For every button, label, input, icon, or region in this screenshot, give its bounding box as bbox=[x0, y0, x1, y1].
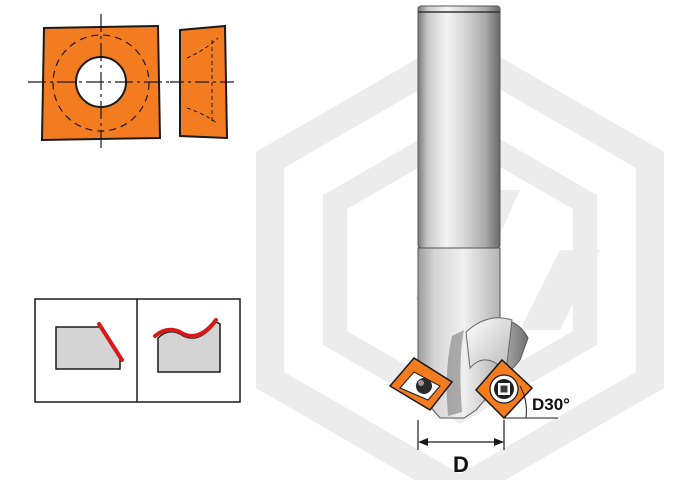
chamfer-milling-cutter-illustration bbox=[388, 5, 558, 450]
diameter-dimension bbox=[417, 420, 505, 450]
wave-profile-icon bbox=[153, 318, 221, 373]
angle-arc bbox=[519, 385, 527, 419]
chamfer-profile-icon bbox=[55, 322, 124, 370]
diameter-label: D bbox=[453, 452, 469, 477]
cutter-shank bbox=[417, 5, 501, 249]
cutter-insert-left bbox=[388, 357, 454, 411]
angle-label: D30° bbox=[532, 395, 570, 414]
insert-side-profile-icon bbox=[170, 24, 238, 140]
cutter-insert-right bbox=[474, 358, 534, 420]
square-insert-with-hole-icon bbox=[28, 14, 172, 150]
